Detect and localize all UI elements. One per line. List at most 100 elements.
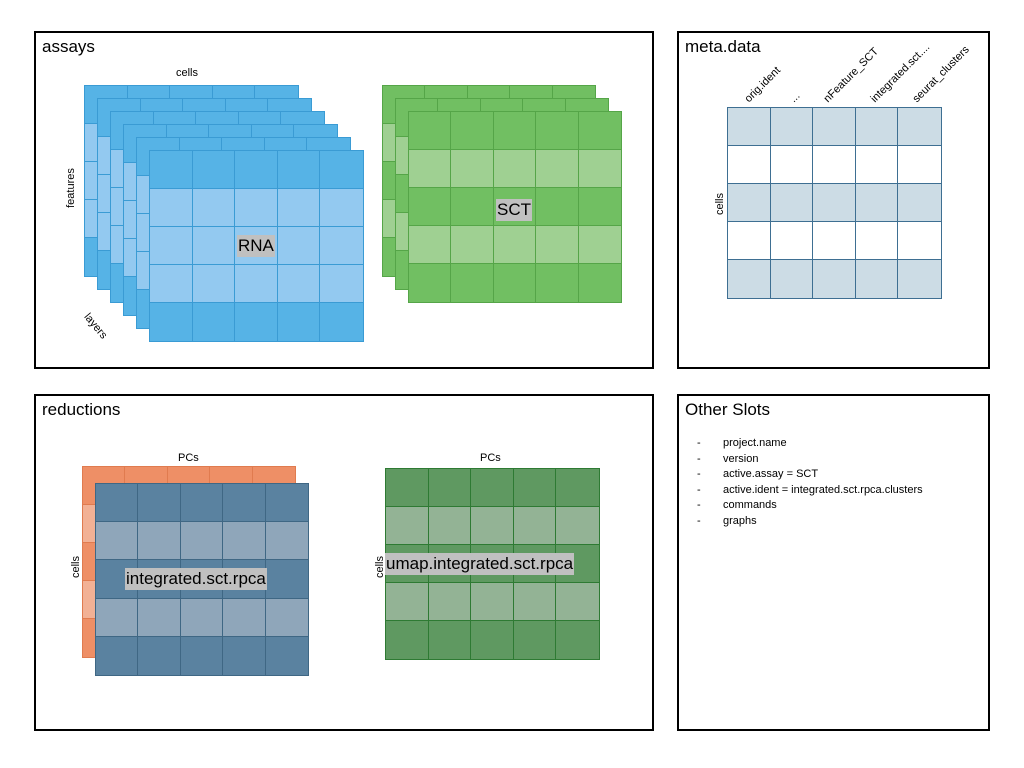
matrix-cell — [180, 484, 224, 523]
matrix-cell — [150, 151, 193, 189]
meta-data-panel: meta.data orig.ident ... nFeature_SCT in… — [677, 31, 990, 369]
matrix-cell — [556, 583, 599, 621]
matrix-cell — [536, 112, 579, 150]
slot-item: -active.ident = integrated.sct.rpca.clus… — [697, 483, 923, 499]
matrix-cell — [223, 598, 266, 637]
matrix-cell — [150, 265, 193, 303]
meta-cell — [898, 108, 941, 146]
matrix-cell — [235, 151, 278, 189]
matrix-cell — [386, 621, 429, 659]
matrix-cell — [409, 188, 452, 226]
meta-cell — [855, 108, 899, 146]
matrix-cell — [265, 484, 308, 523]
assays-cells-label: cells — [176, 67, 199, 79]
slot-item: -active.assay = SCT — [697, 467, 923, 483]
meta-cell — [898, 260, 941, 298]
slot-item: - version — [697, 452, 923, 468]
matrix-cell — [451, 226, 494, 264]
slot-item-label: version — [723, 452, 759, 465]
other-slots-title: Other Slots — [685, 400, 771, 419]
matrix-cell — [578, 188, 621, 226]
meta-cell — [728, 222, 771, 260]
sct-layer-sheet — [408, 111, 622, 303]
bullet-dash: - — [697, 499, 701, 511]
meta-cell — [813, 184, 856, 222]
matrix-cell — [96, 484, 139, 523]
matrix-cell — [96, 598, 139, 637]
reductions-title: reductions — [42, 400, 121, 419]
matrix-cell — [150, 227, 193, 265]
matrix-cell — [320, 265, 363, 303]
rna-label: RNA — [237, 235, 275, 257]
meta-column-label: orig.ident — [742, 64, 784, 105]
meta-data-title: meta.data — [685, 37, 761, 56]
pca-cells-label: cells — [70, 555, 83, 579]
matrix-cell — [513, 507, 557, 545]
matrix-cell — [556, 621, 599, 659]
meta-cell — [813, 108, 856, 146]
meta-data-grid — [727, 107, 942, 299]
umap-reduction-label: umap.integrated.sct.rpca — [385, 553, 575, 575]
matrix-cell — [409, 264, 452, 302]
matrix-cell — [578, 150, 621, 188]
matrix-cell — [451, 150, 494, 188]
meta-cell — [770, 184, 814, 222]
matrix-cell — [192, 265, 236, 303]
matrix-cell — [138, 484, 181, 523]
assays-panel: assays cells features layers RNA SCT — [34, 31, 654, 369]
meta-cell — [770, 146, 814, 184]
slot-item: - graphs — [697, 514, 923, 530]
matrix-cell — [277, 303, 321, 341]
matrix-cell — [235, 265, 278, 303]
meta-cell — [855, 260, 899, 298]
umap-sheet — [385, 468, 600, 660]
matrix-cell — [320, 151, 363, 189]
assays-title: assays — [42, 37, 95, 56]
bullet-dash: - — [697, 514, 701, 527]
matrix-cell — [235, 189, 278, 227]
meta-cell — [813, 222, 856, 260]
matrix-cell — [428, 621, 472, 659]
meta-cell — [813, 260, 856, 298]
meta-rows-label: cells — [714, 192, 727, 216]
assays-features-label: features — [64, 168, 77, 208]
other-slots-list: - project.name - version -active.assay = S… — [697, 436, 923, 529]
matrix-cell — [277, 151, 321, 189]
matrix-cell — [493, 112, 537, 150]
meta-cell — [898, 146, 941, 184]
slot-item-label: graphs — [723, 514, 757, 527]
bullet-dash: - — [697, 468, 701, 480]
matrix-cell — [96, 636, 139, 675]
matrix-cell — [265, 522, 308, 561]
bullet-dash: - — [697, 452, 701, 465]
slot-item-label: commands — [723, 499, 777, 511]
assays-layers-label: layers — [81, 311, 110, 342]
bullet-dash: - — [697, 437, 701, 449]
matrix-cell — [150, 303, 193, 341]
meta-cell — [728, 184, 771, 222]
matrix-cell — [180, 522, 224, 561]
matrix-cell — [386, 583, 429, 621]
matrix-cell — [471, 469, 514, 507]
matrix-cell — [150, 189, 193, 227]
matrix-cell — [578, 112, 621, 150]
matrix-cell — [192, 189, 236, 227]
matrix-cell — [223, 522, 266, 561]
matrix-cell — [192, 151, 236, 189]
matrix-cell — [277, 189, 321, 227]
matrix-cell — [493, 226, 537, 264]
matrix-cell — [180, 636, 224, 675]
matrix-cell — [235, 303, 278, 341]
matrix-cell — [578, 226, 621, 264]
meta-cell — [898, 222, 941, 260]
slot-item-label: project.name — [723, 437, 787, 449]
matrix-cell — [471, 583, 514, 621]
matrix-cell — [471, 621, 514, 659]
meta-cell — [770, 222, 814, 260]
matrix-cell — [536, 188, 579, 226]
matrix-cell — [451, 188, 494, 226]
matrix-cell — [180, 598, 224, 637]
meta-cell — [855, 146, 899, 184]
matrix-cell — [428, 507, 472, 545]
matrix-cell — [277, 265, 321, 303]
